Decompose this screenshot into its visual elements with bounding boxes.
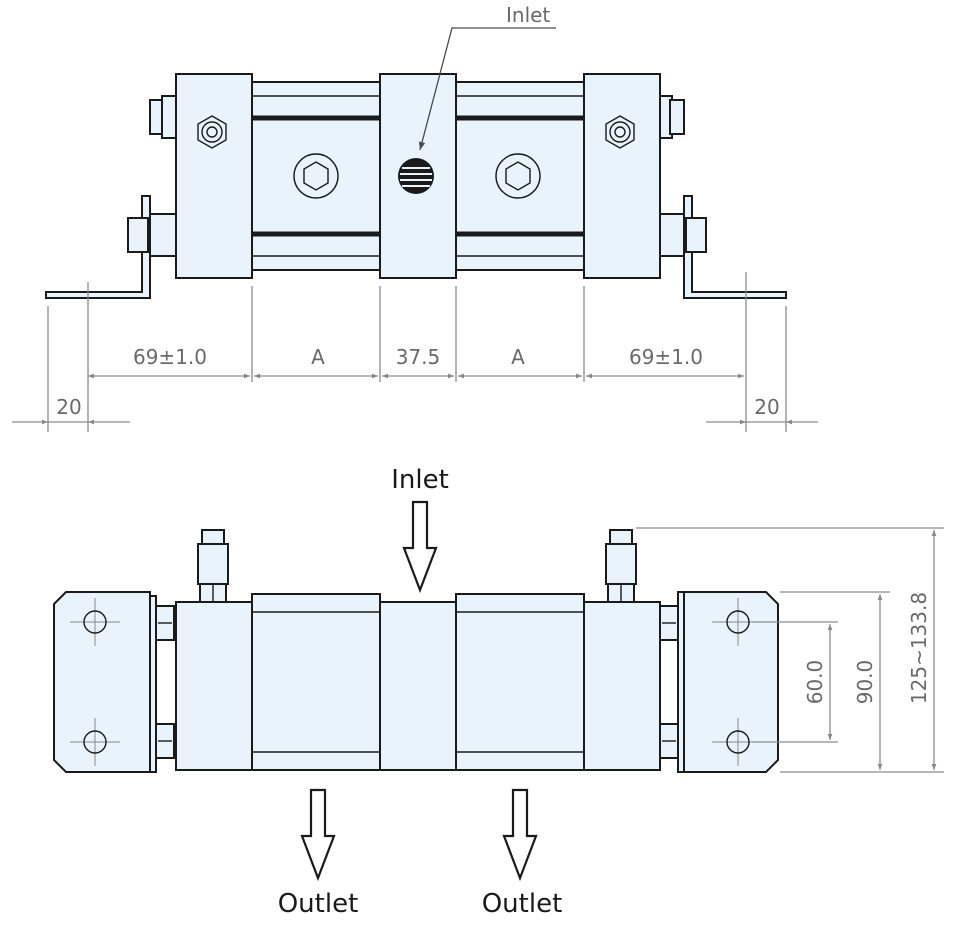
left-hex-socket-icon <box>293 153 339 199</box>
extension-lines <box>47 272 787 432</box>
mounting-hole-icons <box>70 598 764 766</box>
right-vent-fitting <box>605 529 637 603</box>
inlet-leader-line <box>418 27 556 151</box>
front-view: Inlet <box>53 465 944 919</box>
inlet-top-label: Inlet <box>506 3 550 27</box>
left-gear-section <box>251 81 381 271</box>
dim-mount-height: 90.0 <box>853 660 877 705</box>
inlet-arrow-icon <box>402 500 438 594</box>
left-mounting-bracket <box>45 195 151 299</box>
right-flange-plate <box>683 591 779 773</box>
left-hex-nut-icon <box>197 115 227 149</box>
vertical-extension-lines <box>636 527 944 773</box>
dim-flange-right: 20 <box>754 395 779 419</box>
outlet-right-label: Outlet <box>482 889 563 919</box>
front-side-bolts <box>155 605 679 759</box>
dim-section-a-right: A <box>511 345 525 369</box>
right-end-cap <box>583 73 661 279</box>
dim-bracket-right: 69±1.0 <box>629 345 703 369</box>
left-vent-fitting <box>197 529 229 603</box>
front-left-gear-housing <box>251 593 381 771</box>
inlet-front-label: Inlet <box>391 465 449 495</box>
left-end-cap <box>175 73 253 279</box>
outlet-left-label: Outlet <box>278 889 359 919</box>
right-gear-section <box>455 81 585 271</box>
outlet-right-arrow-icon <box>502 788 538 882</box>
dim-hole-spacing: 60.0 <box>803 660 827 705</box>
top-view: Inlet 69±1.0 A 37.5 A 69±1.0 20 20 <box>12 3 818 432</box>
left-side-bolts <box>127 95 177 257</box>
right-mounting-bracket <box>683 195 787 299</box>
inlet-port-icon <box>398 158 434 194</box>
right-hex-nut-icon <box>605 115 635 149</box>
body-grooves <box>252 95 584 257</box>
right-side-bolts <box>657 95 707 257</box>
dim-section-a-left: A <box>311 345 325 369</box>
dim-bracket-left: 69±1.0 <box>133 345 207 369</box>
outlet-left-arrow-icon <box>300 788 336 882</box>
front-right-gear-housing <box>455 593 585 771</box>
dim-flange-left: 20 <box>56 395 81 419</box>
right-hex-socket-icon <box>495 153 541 199</box>
front-main-body <box>175 601 661 771</box>
left-flange-plate <box>53 591 151 773</box>
dim-center-width: 37.5 <box>396 345 441 369</box>
dim-total-height: 125~133.8 <box>907 592 931 704</box>
